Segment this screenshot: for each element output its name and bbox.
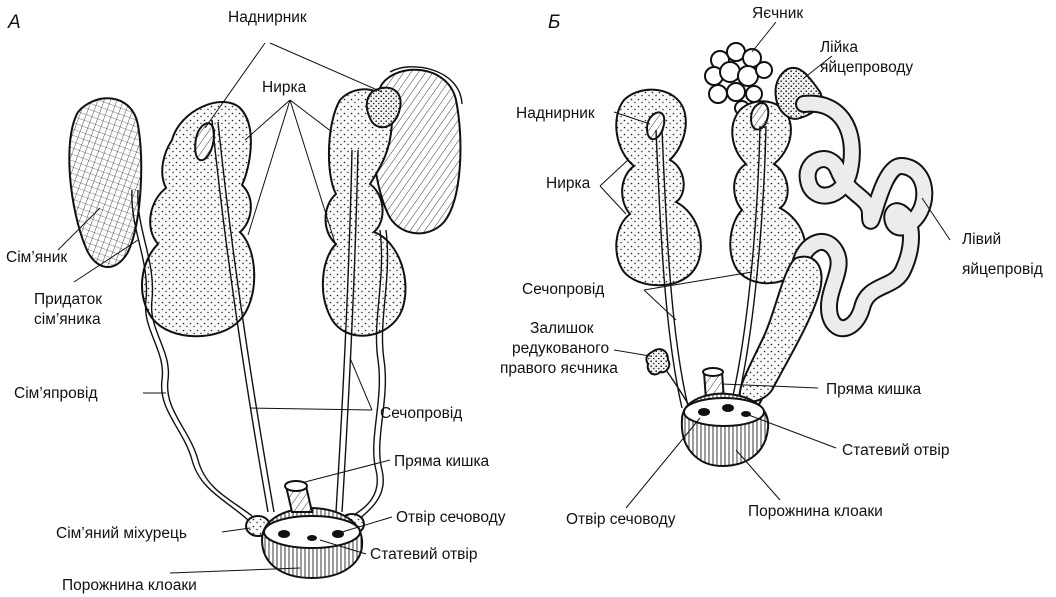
label-b-infundibulum-2: яйцепроводу (820, 59, 913, 76)
label-b-left-oviduct-2: яйцепровід (962, 261, 1043, 278)
cloaca-opening-2 (332, 530, 344, 538)
b-cloaca-rim (684, 398, 764, 426)
label-a-genital-opening: Статевий отвір (370, 546, 477, 563)
rectum-opening (285, 481, 307, 491)
label-a-ureter: Сечопровід (380, 405, 462, 422)
cloaca-opening-1 (278, 530, 290, 538)
label-a-seminal-vesicle: Сім’яний міхурець (56, 525, 187, 542)
panel-b-letter: Б (548, 12, 560, 33)
panel-a: А (6, 9, 506, 594)
lead-a-kidney (245, 100, 336, 246)
label-b-adrenal: Наднирник (516, 105, 595, 122)
label-b-vestige-3: правого яєчника (500, 360, 618, 377)
label-a-epididymis-2: сім’яника (34, 311, 101, 328)
label-a-kidney: Нирка (262, 79, 307, 96)
panel-a-letter: А (7, 12, 21, 33)
b-cloaca-opening-2 (722, 404, 734, 412)
label-b-infundibulum-1: Лійка (820, 39, 858, 56)
label-b-vestige-2: редукованого (512, 340, 609, 357)
panel-b: Б (500, 5, 1043, 528)
label-a-epididymis-1: Придаток (34, 291, 102, 308)
lead-a-ureter (250, 358, 372, 410)
lead-a-seminal-vesicle (222, 528, 250, 532)
label-a-testis: Сім’яник (6, 249, 67, 266)
label-b-cloaca: Порожнина клоаки (748, 503, 883, 520)
label-b-rectum: Пряма кишка (826, 381, 922, 398)
lead-b-cloaca (736, 450, 780, 500)
lead-b-ureter-opening (626, 418, 700, 508)
label-b-kidney: Нирка (546, 175, 591, 192)
label-b-ureter-opening: Отвір сечоводу (566, 511, 676, 528)
label-a-rectum: Пряма кишка (394, 453, 490, 470)
label-b-vestige-1: Залишок (530, 320, 594, 337)
b-rectum-opening (703, 368, 723, 376)
label-a-cloaca: Порожнина клоаки (62, 577, 197, 594)
label-b-ureter: Сечопровід (522, 281, 604, 298)
b-cloaca-opening-1 (698, 408, 710, 416)
lead-b-left-oviduct (922, 198, 950, 240)
label-b-genital-opening: Статевий отвір (842, 442, 949, 459)
lead-b-ovary (752, 22, 776, 52)
label-a-adrenal: Наднирник (228, 9, 307, 26)
cloaca-rim (264, 516, 360, 548)
label-a-vas-deferens: Сім’япровід (14, 385, 98, 402)
label-a-ureter-opening: Отвір сечоводу (396, 509, 506, 526)
cloaca-opening-3 (307, 535, 317, 541)
label-b-left-oviduct-1: Лівий (962, 231, 1001, 248)
label-b-ovary: Яєчник (752, 5, 803, 22)
left-testis (69, 98, 141, 267)
lead-b-vestige (614, 350, 650, 356)
